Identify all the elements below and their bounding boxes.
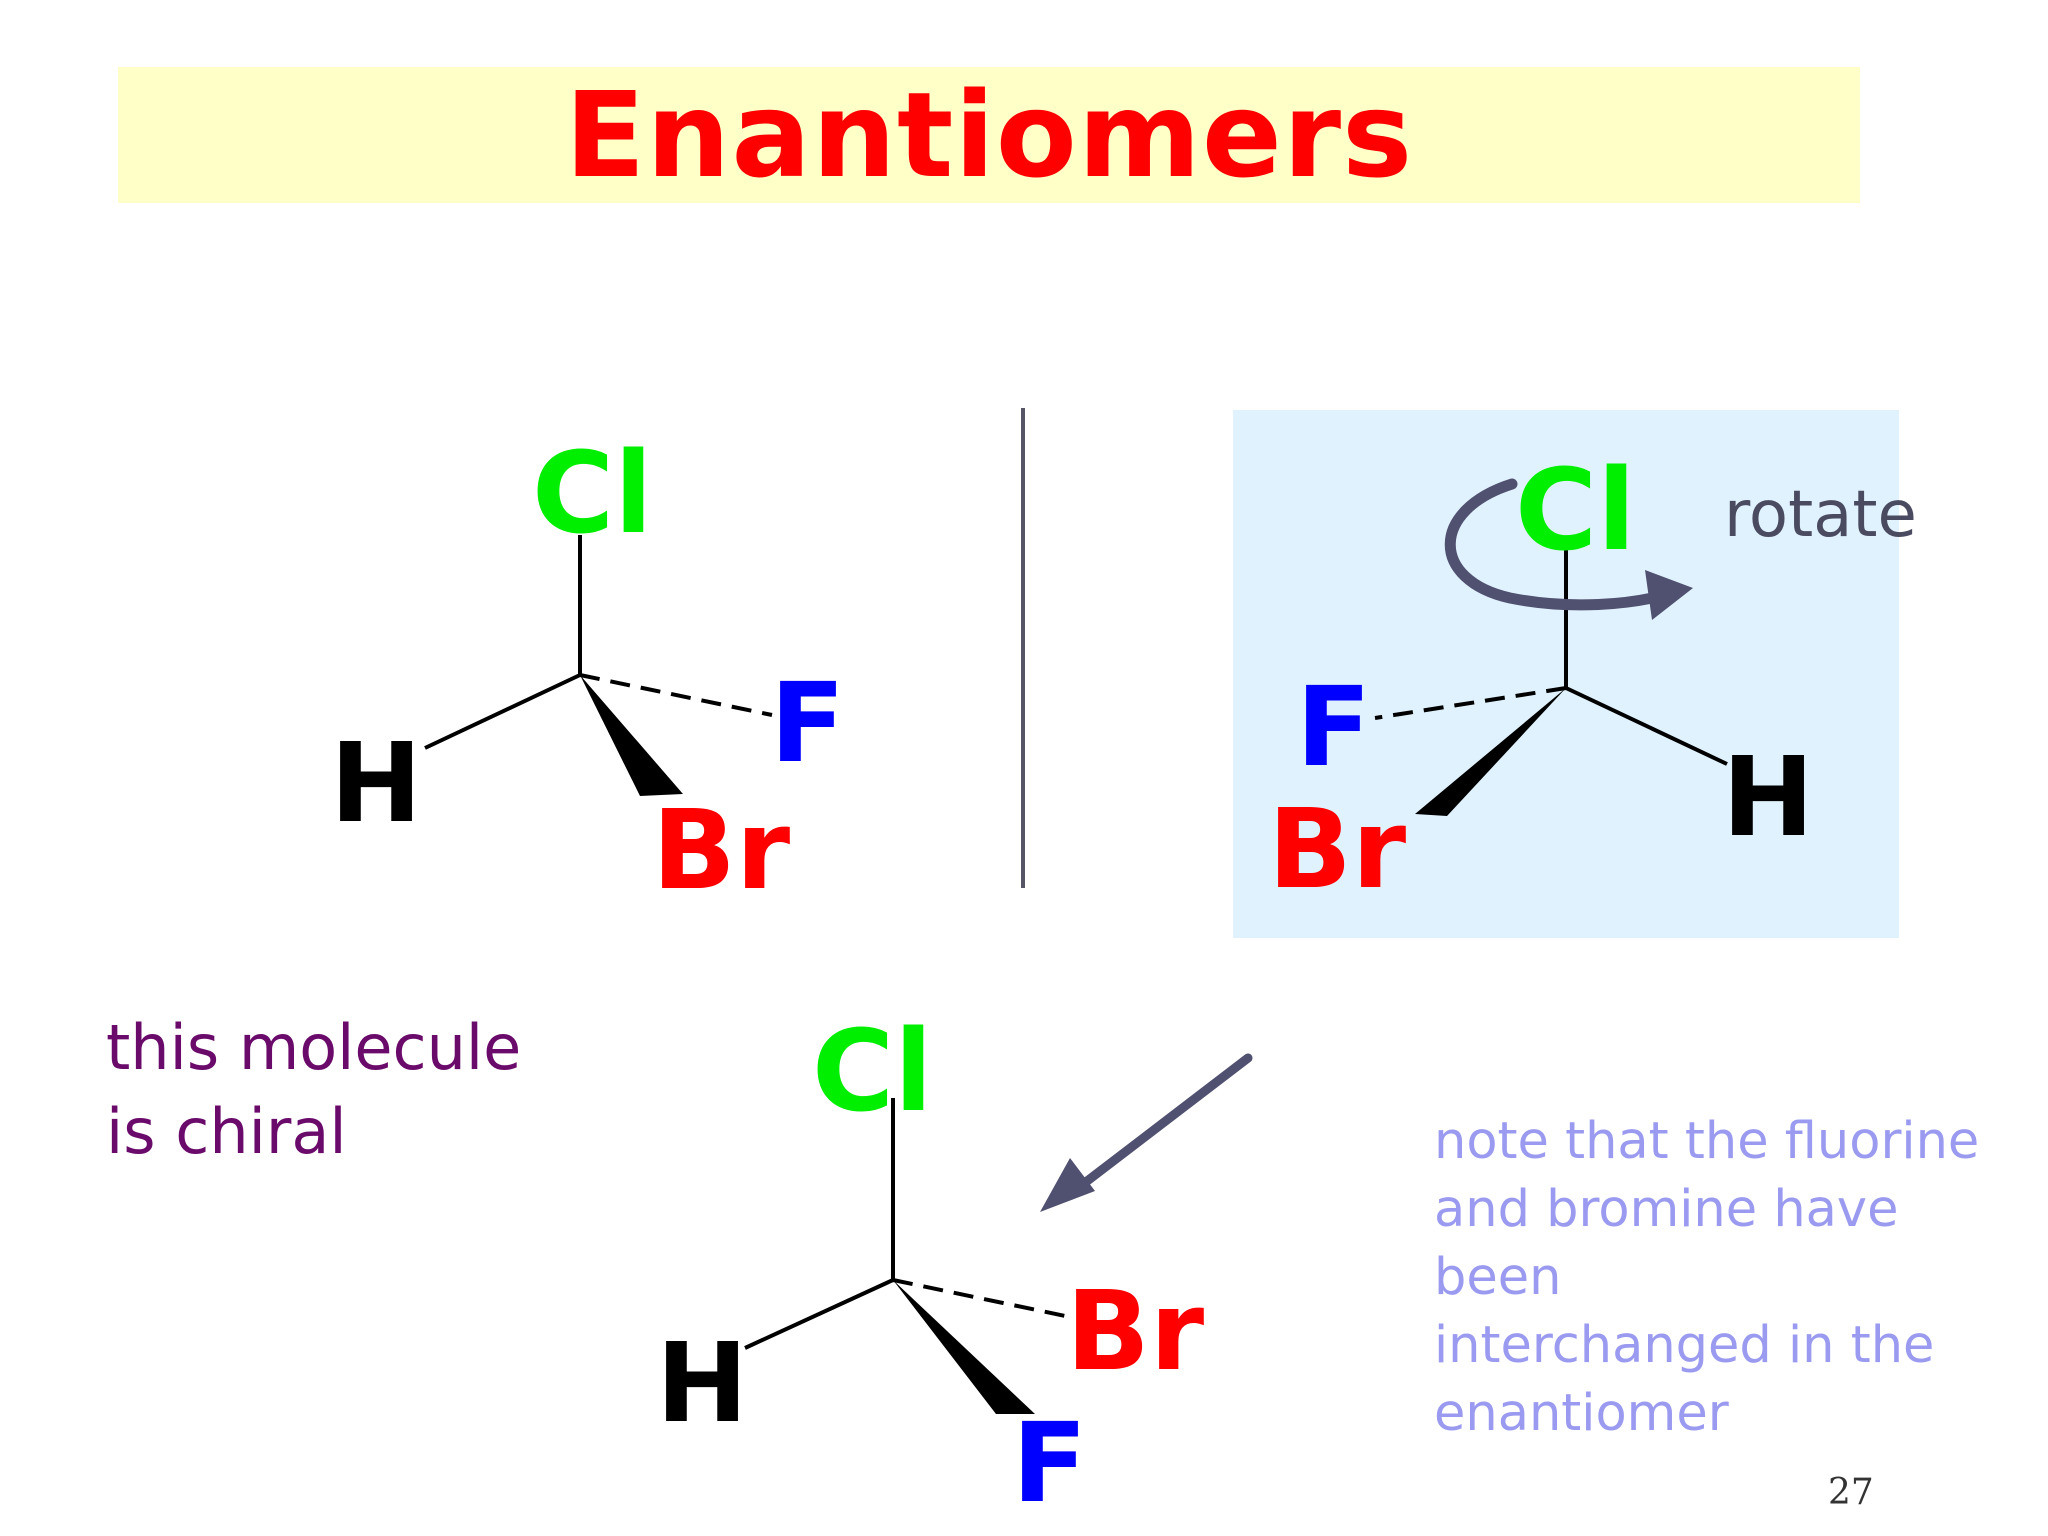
swap-note-line: interchanged in the bbox=[1434, 1316, 1935, 1375]
bond-c-h bbox=[424, 673, 581, 750]
atom-hydrogen: H bbox=[1722, 733, 1815, 861]
bond-c-h bbox=[1565, 686, 1728, 766]
swap-note: note that the fluorine and bromine have … bbox=[1434, 1108, 2034, 1448]
swap-note-line: note that the fluorine bbox=[1434, 1112, 1980, 1171]
atom-bromine: Br bbox=[1066, 1267, 1205, 1395]
swap-note-line: and bromine have been bbox=[1434, 1180, 1899, 1307]
chiral-note: this molecule is chiral bbox=[106, 1006, 626, 1174]
rotate-label: rotate bbox=[1724, 478, 1917, 552]
atom-hydrogen: H bbox=[656, 1319, 749, 1447]
page-title: Enantiomers bbox=[564, 66, 1414, 204]
chiral-note-line: is chiral bbox=[106, 1095, 347, 1168]
bond-c-br-wedge bbox=[1415, 688, 1566, 816]
swap-note-line: enantiomer bbox=[1434, 1384, 1729, 1443]
diagonal-arrow-icon bbox=[1040, 1053, 1253, 1212]
bond-c-f-dashed bbox=[579, 673, 773, 717]
atom-bromine: Br bbox=[1268, 785, 1407, 913]
atom-fluorine: F bbox=[770, 659, 846, 787]
molecule-mirror-bonds bbox=[1374, 547, 1728, 816]
atom-chlorine: Cl bbox=[532, 429, 653, 559]
atom-bromine: Br bbox=[652, 786, 791, 914]
chiral-note-line: this molecule bbox=[106, 1011, 522, 1084]
bond-c-f-dashed bbox=[1374, 686, 1567, 720]
molecule-original-bonds bbox=[424, 535, 773, 796]
atom-fluorine: F bbox=[1296, 663, 1372, 791]
molecule-rotated-bonds bbox=[744, 1098, 1071, 1414]
atom-chlorine: Cl bbox=[812, 1007, 933, 1137]
bond-c-h bbox=[744, 1278, 894, 1350]
atom-hydrogen: H bbox=[330, 719, 423, 847]
atom-chlorine: Cl bbox=[1515, 446, 1636, 576]
bond-c-f-wedge bbox=[893, 1280, 1035, 1414]
bond-c-br-wedge bbox=[580, 675, 683, 796]
title-band: Enantiomers bbox=[118, 66, 1860, 204]
atom-fluorine: F bbox=[1012, 1399, 1088, 1527]
curved-rotate-arrow-icon bbox=[1444, 478, 1693, 620]
page-number: 27 bbox=[1828, 1472, 1874, 1513]
